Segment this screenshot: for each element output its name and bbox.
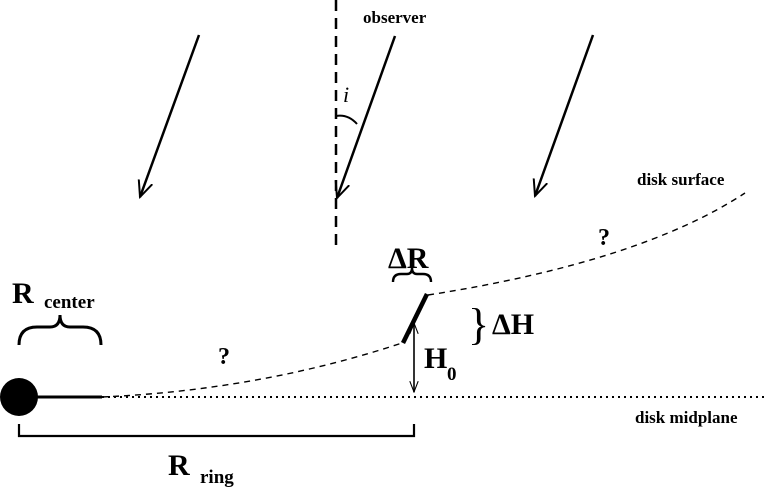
ring-wall — [400, 293, 430, 344]
delta-r-brace — [391, 267, 433, 283]
r-ring-bracket — [17, 424, 416, 438]
ray-arrow-right — [535, 34, 595, 196]
r-ring-label-main: R — [168, 449, 190, 482]
inclination-label: i — [343, 82, 349, 107]
unknown-outer-label: ? — [598, 225, 610, 251]
r-center-label-main: R — [12, 277, 34, 310]
delta-h-label: ΔH — [492, 308, 534, 341]
delta-r-label: ΔR — [388, 242, 429, 275]
delta-h-brace: } — [468, 300, 489, 349]
inclination-arc — [335, 114, 358, 125]
disk-midplane-label: disk midplane — [635, 408, 738, 427]
central-star — [0, 378, 38, 416]
ray-arrow-middle — [337, 35, 397, 198]
r-center-brace — [17, 314, 103, 346]
observer-label: observer — [363, 8, 427, 27]
disk-surface-inner-curve — [101, 342, 403, 398]
ray-arrow-left — [140, 34, 201, 197]
r-center-label-sub: center — [44, 292, 95, 313]
unknown-inner-label: ? — [218, 344, 230, 370]
h0-label-main: H — [424, 342, 447, 375]
disk-surface-label: disk surface — [637, 170, 725, 189]
r-ring-label-sub: ring — [200, 467, 234, 488]
h0-label-sub: 0 — [447, 364, 457, 385]
disk-surface-outer-curve — [427, 192, 746, 296]
